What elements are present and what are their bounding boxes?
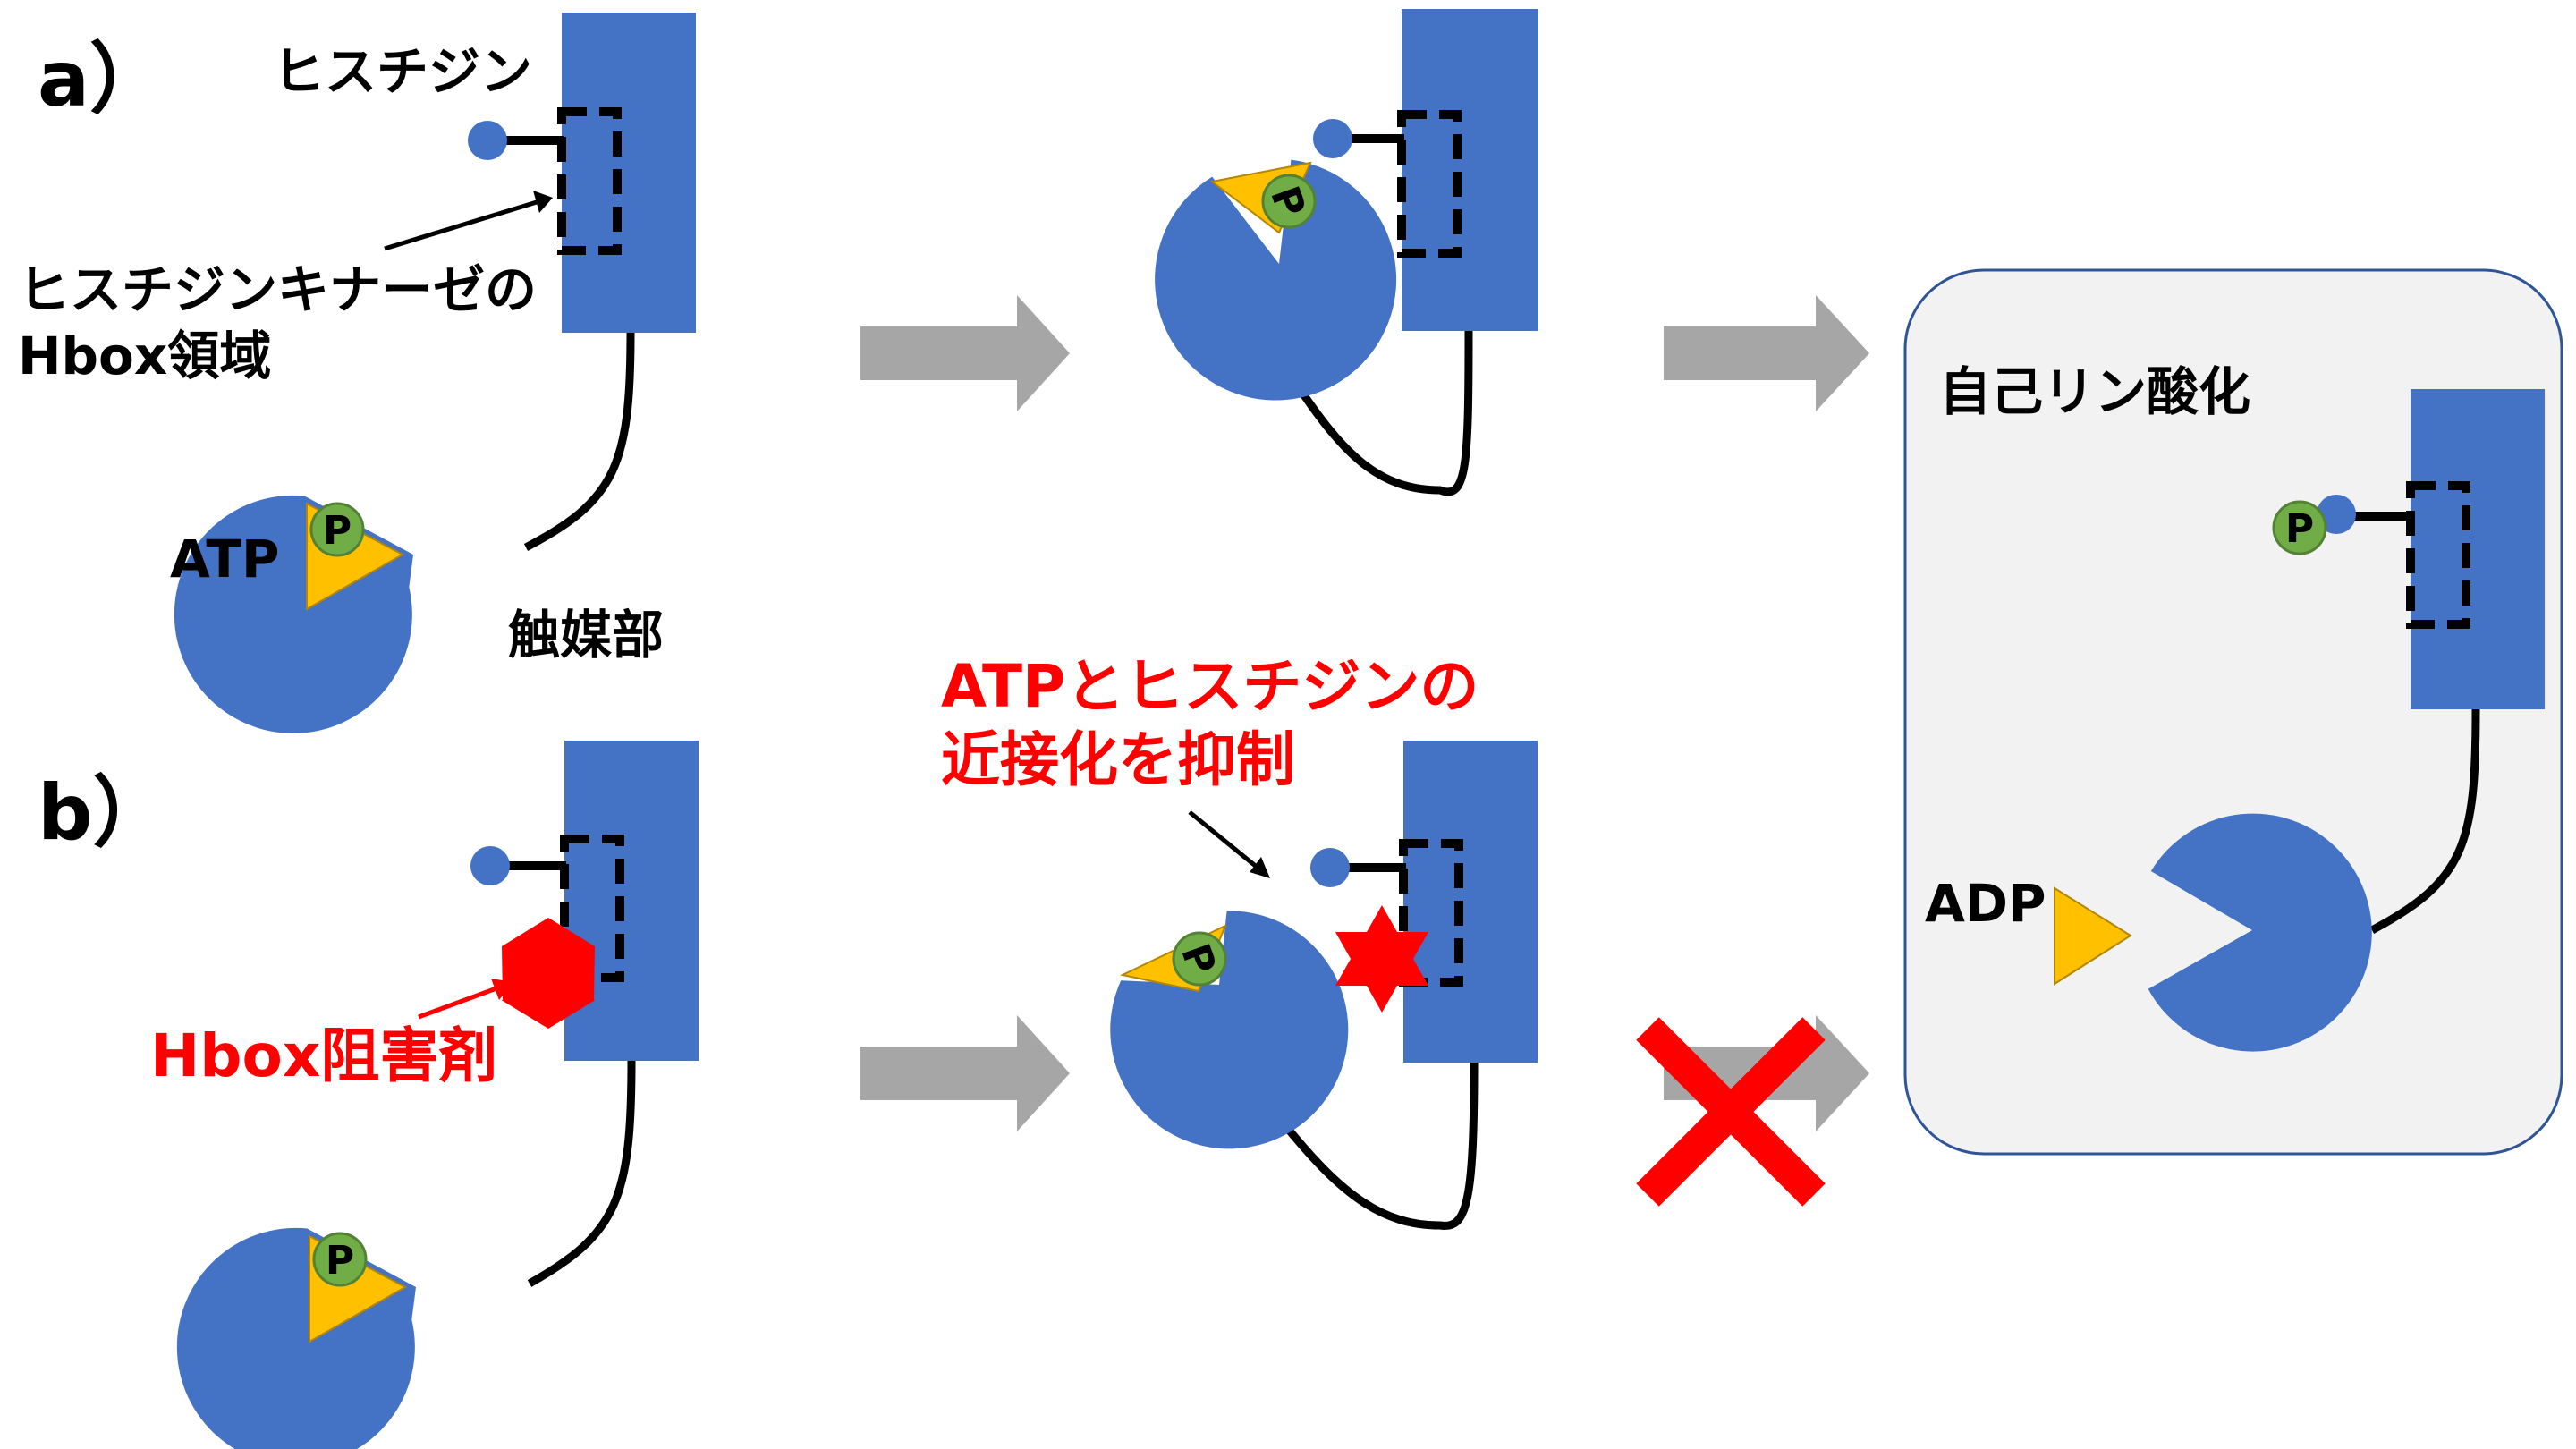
kinase-domain xyxy=(1403,741,1538,1063)
inhibitor-label: Hbox阻害剤 xyxy=(150,1021,497,1090)
hbox-region xyxy=(1397,110,1462,258)
process-arrow-icon xyxy=(1664,295,1869,411)
adp-label: ADP xyxy=(1925,873,2046,934)
catalytic-domain xyxy=(2148,813,2372,1052)
histidine-label: ヒスチジン xyxy=(273,41,532,102)
kinase-domain xyxy=(564,741,699,1061)
histidine-dot-icon xyxy=(1310,848,1350,887)
panel-label-a: a） xyxy=(38,35,166,124)
pointer-arrow xyxy=(1188,810,1270,878)
catalytic-domain xyxy=(1110,911,1349,1149)
hbox-label-line1: ヒスチジンキナーゼの xyxy=(18,259,537,320)
inhibitor-star-icon xyxy=(1335,905,1428,1013)
inhibit-label-line2: 近接化を抑制 xyxy=(941,725,1295,794)
phosphate-label: P xyxy=(326,1238,354,1284)
linker xyxy=(1293,330,1473,496)
hbox-region xyxy=(560,835,624,982)
pointer-arrow xyxy=(418,979,513,1020)
linker xyxy=(2369,708,2480,934)
kinase-state-a1: P xyxy=(174,13,696,733)
blocked-cross-icon xyxy=(1636,1017,1826,1207)
linker xyxy=(527,1060,636,1287)
hbox-region xyxy=(2406,481,2470,629)
phosphate-label: P xyxy=(2285,506,2314,552)
process-arrow-icon xyxy=(860,1015,1070,1131)
hbox-region xyxy=(1399,839,1463,987)
inhibitor-star-icon xyxy=(502,918,595,1029)
hbox-label-line2: Hbox領域 xyxy=(18,326,271,386)
catalytic-domain xyxy=(176,1227,416,1449)
atp-triangle-icon xyxy=(2054,886,2132,986)
catalytic-label: 触媒部 xyxy=(508,605,664,665)
kinase-state-b2: P xyxy=(1110,741,1538,1230)
process-arrow-icon xyxy=(860,295,1070,411)
histidine-dot-icon xyxy=(1313,119,1352,158)
histidine-dot-icon xyxy=(468,121,507,160)
catalytic-domain xyxy=(1155,159,1397,401)
pointer-arrow xyxy=(384,191,553,251)
inhibit-label-line1: ATPとヒスチジンの xyxy=(941,652,1479,721)
panel-label-b: b） xyxy=(38,768,170,858)
hbox-region xyxy=(557,107,622,255)
atp-label: ATP xyxy=(170,529,279,589)
autophos-label: 自己リン酸化 xyxy=(1939,361,2250,422)
kinase-state-a2: P xyxy=(1155,9,1538,496)
kinase-domain xyxy=(562,13,696,333)
kinase-state-autophos: P xyxy=(2148,389,2545,1052)
kinase-domain xyxy=(1402,9,1538,331)
histidine-dot-icon xyxy=(470,846,510,886)
linker xyxy=(523,332,635,551)
phosphate-label: P xyxy=(323,508,352,554)
kinase-state-b1: P xyxy=(176,741,699,1449)
kinase-domain xyxy=(2411,389,2545,709)
linker xyxy=(1284,1062,1479,1230)
